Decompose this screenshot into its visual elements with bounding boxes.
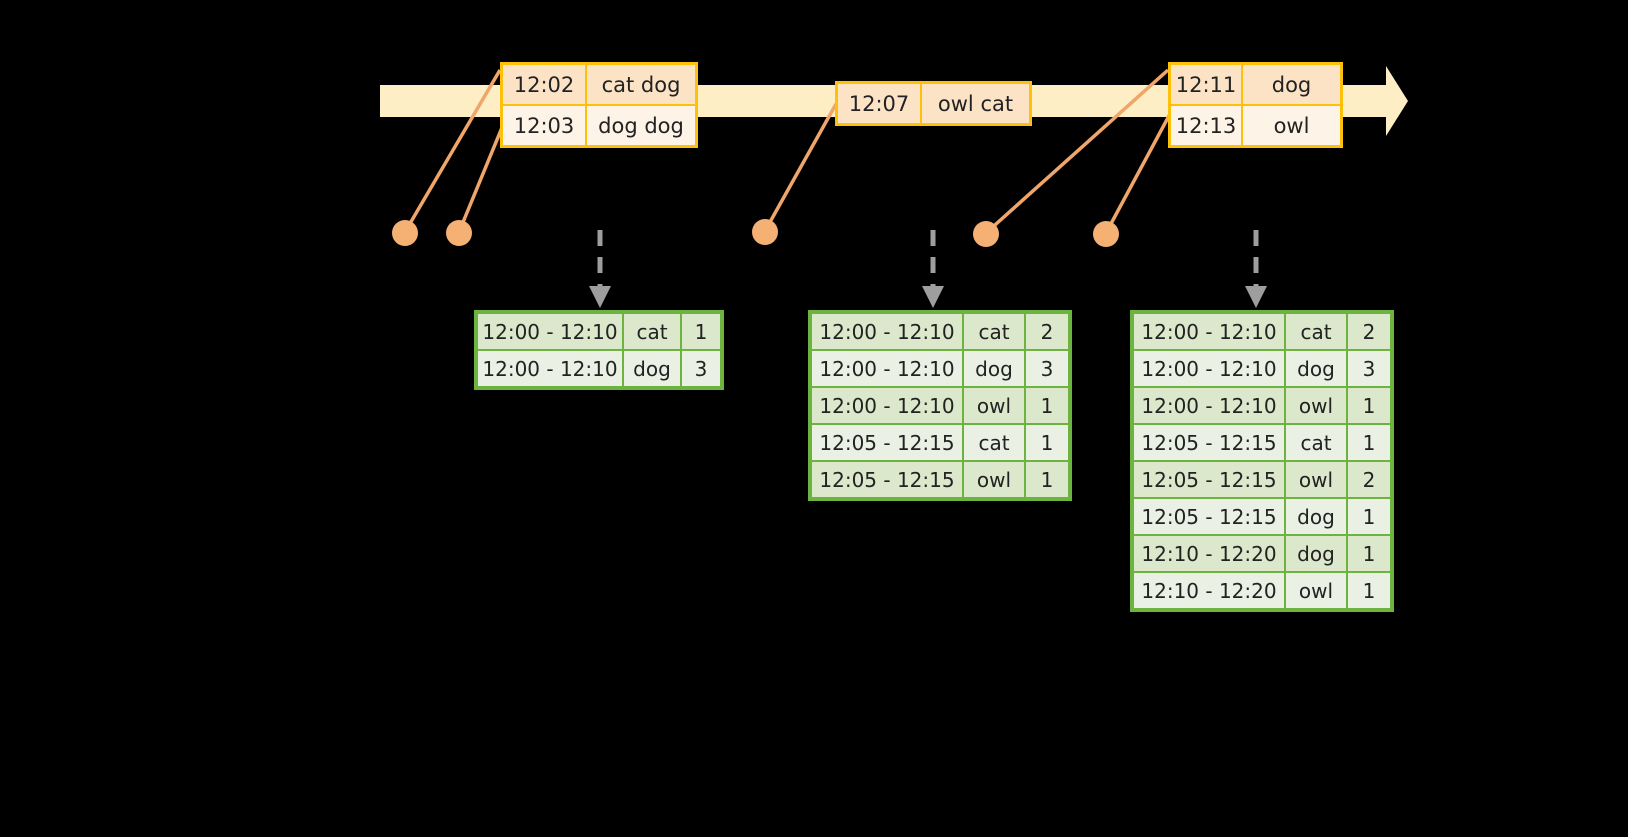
event-time: 12:02	[503, 65, 587, 104]
count-cell: 1	[1348, 536, 1390, 571]
event-row: 12:13 owl	[1171, 104, 1340, 145]
event-row: 12:07 owl cat	[838, 84, 1029, 123]
event-time: 12:11	[1171, 65, 1243, 104]
word-cell: cat	[964, 425, 1024, 460]
count-cell: 2	[1026, 314, 1068, 349]
count-cell: 3	[1348, 351, 1390, 386]
count-cell: 1	[1348, 573, 1390, 608]
window-cell: 12:05 - 12:15	[812, 462, 962, 497]
word-cell: dog	[624, 351, 680, 386]
event-dot-2	[446, 220, 472, 246]
window-cell: 12:05 - 12:15	[1134, 499, 1284, 534]
window-cell: 12:00 - 12:10	[812, 314, 962, 349]
window-cell: 12:10 - 12:20	[1134, 573, 1284, 608]
count-cell: 1	[1348, 499, 1390, 534]
count-cell: 1	[1026, 388, 1068, 423]
word-cell: owl	[1286, 388, 1346, 423]
word-cell: cat	[964, 314, 1024, 349]
event-dot-5	[1093, 221, 1119, 247]
word-cell: cat	[1286, 314, 1346, 349]
event-words: cat dog	[587, 65, 695, 104]
count-cell: 3	[682, 351, 720, 386]
window-cell: 12:00 - 12:10	[1134, 314, 1284, 349]
event-dot-1	[392, 220, 418, 246]
word-cell: dog	[1286, 536, 1346, 571]
event-dot-3	[752, 219, 778, 245]
count-cell: 1	[1026, 425, 1068, 460]
count-cell: 1	[1348, 425, 1390, 460]
dashed-arrow-icon-2	[922, 230, 944, 308]
event-words: dog dog	[587, 106, 695, 145]
event-box-1: 12:02 cat dog 12:03 dog dog	[500, 62, 698, 148]
count-cell: 1	[1026, 462, 1068, 497]
word-cell: cat	[1286, 425, 1346, 460]
count-cell: 1	[682, 314, 720, 349]
word-cell: owl	[1286, 573, 1346, 608]
event-words: dog	[1243, 65, 1340, 104]
window-cell: 12:00 - 12:10	[478, 351, 622, 386]
window-cell: 12:05 - 12:15	[1134, 425, 1284, 460]
word-cell: dog	[1286, 499, 1346, 534]
word-cell: owl	[964, 462, 1024, 497]
window-cell: 12:00 - 12:10	[1134, 388, 1284, 423]
event-row: 12:02 cat dog	[503, 65, 695, 104]
count-cell: 3	[1026, 351, 1068, 386]
timeline-arrowhead-icon	[1368, 66, 1408, 136]
word-cell: owl	[964, 388, 1024, 423]
window-cell: 12:10 - 12:20	[1134, 536, 1284, 571]
count-cell: 2	[1348, 314, 1390, 349]
window-cell: 12:00 - 12:10	[478, 314, 622, 349]
word-cell: dog	[1286, 351, 1346, 386]
event-box-3: 12:11 dog 12:13 owl	[1168, 62, 1343, 148]
word-cell: owl	[1286, 462, 1346, 497]
event-row: 12:03 dog dog	[503, 104, 695, 145]
event-box-2: 12:07 owl cat	[835, 81, 1032, 126]
event-words: owl cat	[922, 84, 1029, 123]
window-cell: 12:00 - 12:10	[812, 388, 962, 423]
word-cell: dog	[964, 351, 1024, 386]
window-cell: 12:00 - 12:10	[1134, 351, 1284, 386]
event-time: 12:07	[838, 84, 922, 123]
word-cell: cat	[624, 314, 680, 349]
window-cell: 12:05 - 12:15	[1134, 462, 1284, 497]
window-cell: 12:00 - 12:10	[812, 351, 962, 386]
dashed-arrow-icon-1	[589, 230, 611, 308]
event-row: 12:11 dog	[1171, 65, 1340, 104]
count-cell: 2	[1348, 462, 1390, 497]
event-time: 12:13	[1171, 106, 1243, 145]
event-dot-4	[973, 221, 999, 247]
dashed-arrow-icon-3	[1245, 230, 1267, 308]
window-cell: 12:05 - 12:15	[812, 425, 962, 460]
event-time: 12:03	[503, 106, 587, 145]
event-words: owl	[1243, 106, 1340, 145]
count-cell: 1	[1348, 388, 1390, 423]
